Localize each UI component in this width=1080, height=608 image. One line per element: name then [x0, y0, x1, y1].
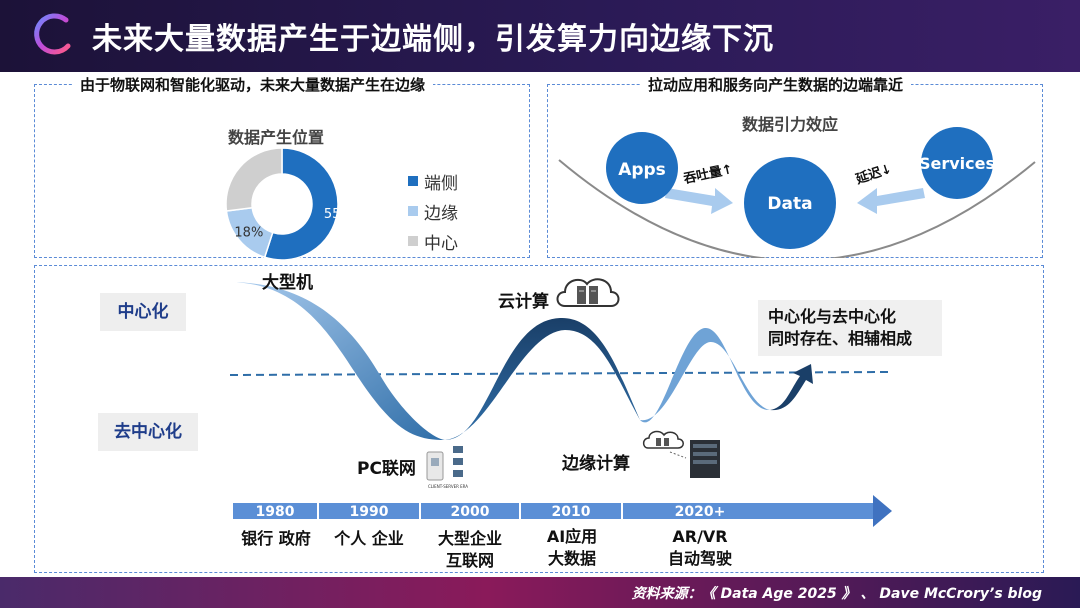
decentralized-label: 去中心化 [98, 413, 198, 451]
latency-arrow [857, 188, 925, 214]
timeline-desc-2010-line2: 大数据 [547, 549, 596, 568]
legend-swatch-edge [408, 206, 418, 216]
timeline-desc-2010-line1: AI应用 [546, 527, 598, 546]
footer-bar: 资料来源：《 Data Age 2025 》 、 Dave McCrory’s … [0, 577, 1080, 608]
legend-label-edge: 边缘 [424, 203, 458, 224]
legend-swatch-center [408, 236, 418, 246]
callout-line-1: 中心化与去中心化 [768, 307, 897, 326]
services-node-label: Services [919, 154, 995, 173]
apps-node [606, 132, 678, 204]
donut-chart-title: 数据产生位置 [228, 128, 325, 147]
donut-data-label-0: 55% [324, 207, 342, 222]
timeline-desc-2020-line1: AR/VR [672, 527, 728, 546]
stage-edge-label: 边缘计算 [562, 454, 630, 474]
source-citation: 资料来源：《 Data Age 2025 》 、 Dave McCrory’s … [631, 586, 1042, 602]
header-bar: 未来大量数据产生于边端侧，引发算力向边缘下沉 [0, 0, 1080, 72]
client-server-era-label: CLIENT-SERVER ERA [428, 484, 468, 489]
wave-segment-edge [640, 327, 770, 423]
timeline-year-1980: 1980 [256, 504, 295, 520]
stage-mainframe-label: 大型机 [262, 273, 313, 293]
timeline-arrow-head [873, 495, 892, 527]
timeline-desc-2000-line1: 大型企业 [437, 529, 502, 548]
timeline-desc-2010: AI应用 大数据 [524, 526, 620, 570]
right-panel-title: 拉动应用和服务向产生数据的边端靠近 [640, 74, 912, 95]
timeline-desc-1980: 银行 政府 [233, 528, 319, 550]
centralized-label: 中心化 [100, 293, 186, 331]
bottom-panel [34, 265, 1044, 573]
left-panel-title: 由于物联网和智能化驱动，未来大量数据产生在边缘 [72, 74, 434, 95]
cloud-server-icon [556, 278, 620, 307]
timeline-desc-2000: 大型企业 互联网 [422, 528, 518, 572]
stage-cloud-label: 云计算 [498, 292, 549, 312]
wave-segment-mainframe [228, 282, 445, 440]
services-node [921, 127, 993, 199]
timeline-year-2020: 2020+ [675, 504, 726, 520]
ring-logo-icon [34, 13, 71, 55]
stage-pc-label: PC联网 [357, 459, 416, 479]
timeline-desc-1990: 个人 企业 [322, 528, 416, 550]
timeline-desc-1980-line1: 银行 政府 [241, 529, 311, 548]
timeline-year-2010: 2010 [552, 504, 591, 520]
center-dashed-line [229, 371, 889, 376]
legend-item-center: 中心 [408, 226, 458, 256]
donut-slice-2 [225, 147, 283, 212]
timeline-desc-2000-line2: 互联网 [445, 551, 494, 570]
data-node [744, 157, 836, 249]
timeline-desc-2020-line2: 自动驾驶 [667, 549, 732, 568]
data-node-label: Data [767, 194, 812, 214]
timeline-year-1990: 1990 [350, 504, 389, 520]
donut-data-label-1: 18% [234, 225, 263, 240]
client-server-icon: CLIENT-SERVER ERA [426, 446, 468, 489]
legend-label-center: 中心 [424, 233, 458, 254]
gravity-curve [558, 159, 1036, 258]
wave-segment-future [770, 364, 813, 411]
timeline-desc-1990-line1: 个人 企业 [334, 529, 404, 548]
wave-segment-cloud [445, 317, 640, 440]
data-gravity-diagram: 数据引力效应 Apps Data Services 吞吐量↑ 延迟↓ [558, 115, 1036, 258]
donut-slice-0 [263, 147, 339, 261]
legend-item-device: 端侧 [408, 166, 458, 196]
apps-node-label: Apps [618, 160, 666, 180]
timeline-arrow-body [233, 503, 875, 519]
throughput-arrow [665, 188, 733, 214]
timeline-desc-2020: AR/VR 自动驾驶 [640, 526, 760, 570]
edge-server-icon [642, 430, 720, 478]
callout-line-2: 同时存在、相辅相成 [768, 329, 913, 348]
legend-label-device: 端侧 [424, 173, 458, 194]
donut-legend: 端侧 边缘 中心 [408, 166, 458, 256]
donut-chart: 55% 18% [225, 147, 342, 261]
legend-item-edge: 边缘 [408, 196, 458, 226]
page-title: 未来大量数据产生于边端侧，引发算力向边缘下沉 [92, 22, 774, 57]
timeline-year-2000: 2000 [451, 504, 490, 520]
data-gravity-title: 数据引力效应 [742, 115, 838, 134]
coexistence-callout: 中心化与去中心化 同时存在、相辅相成 [758, 300, 942, 356]
legend-swatch-device [408, 176, 418, 186]
